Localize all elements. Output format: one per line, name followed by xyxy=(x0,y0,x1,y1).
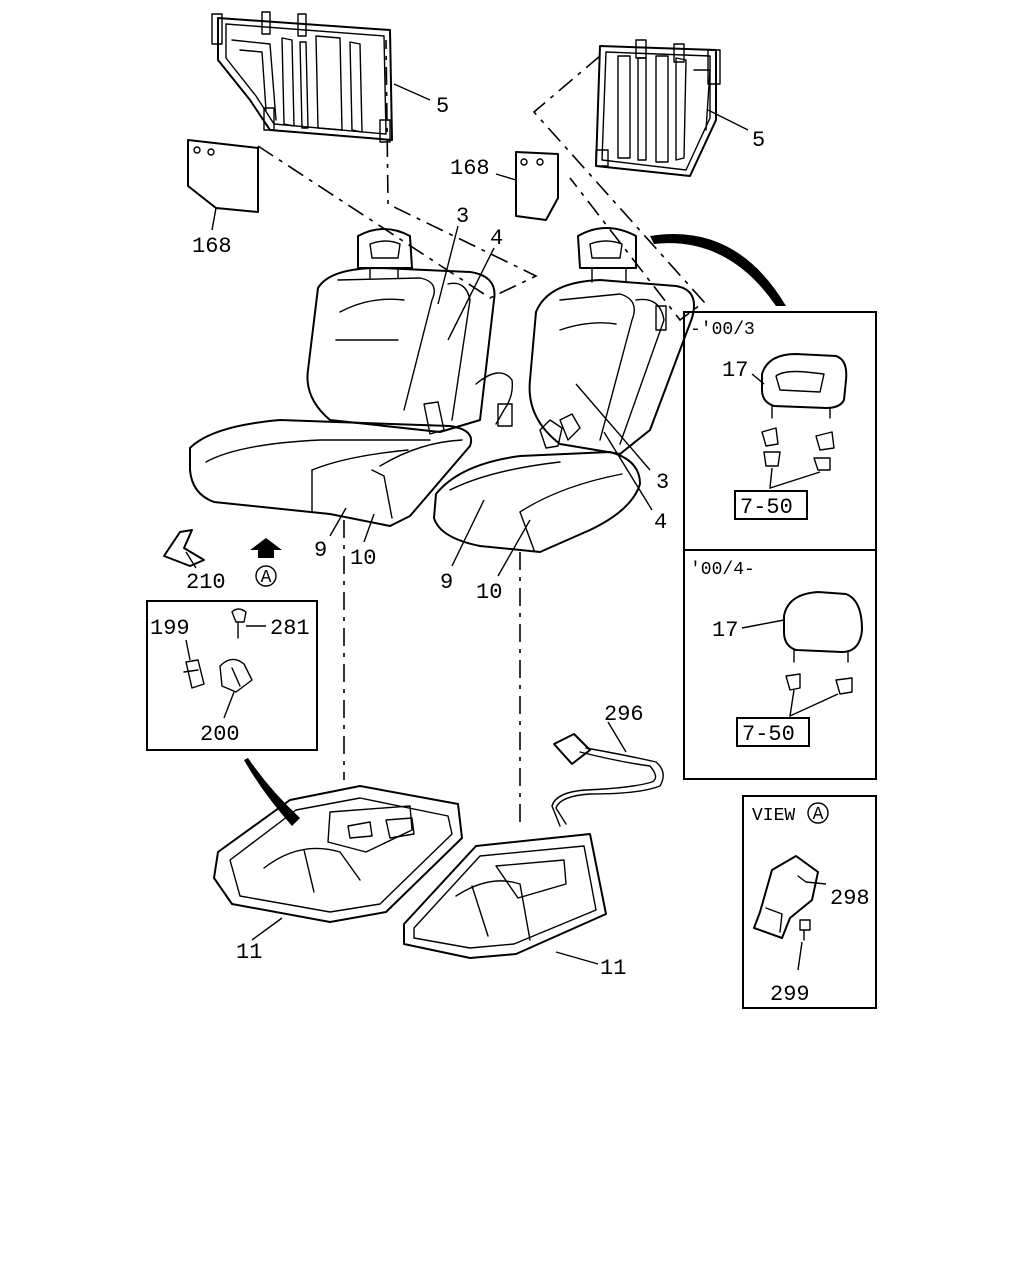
seat-back-right xyxy=(528,227,695,455)
view-a-marker: A xyxy=(261,568,272,588)
clip-detail-box xyxy=(146,600,318,751)
seat-back-frame-right xyxy=(595,39,721,177)
callout-168-left: 168 xyxy=(192,234,232,259)
view-a-arrow xyxy=(250,538,282,558)
callout-11-right: 11 xyxy=(600,956,626,981)
callout-4-right: 4 xyxy=(654,510,667,535)
view-a-box xyxy=(742,795,877,1009)
callout-299: 299 xyxy=(770,982,810,1007)
callout-10-left: 10 xyxy=(350,546,376,571)
callout-210: 210 xyxy=(186,570,226,595)
callout-3-left: 3 xyxy=(456,204,469,229)
bracket-210 xyxy=(163,529,205,567)
seat-back-frame-left xyxy=(211,11,393,143)
callout-296: 296 xyxy=(604,702,644,727)
callout-168-right: 168 xyxy=(450,156,490,181)
leader-lines xyxy=(185,83,749,965)
callout-5-left: 5 xyxy=(436,94,449,119)
callout-281: 281 xyxy=(270,616,310,641)
callout-9-left: 9 xyxy=(314,538,327,563)
callout-11-left: 11 xyxy=(236,940,262,965)
seat-back-left xyxy=(306,228,514,435)
callout-298: 298 xyxy=(830,886,870,911)
view-a-circle xyxy=(255,565,277,587)
callout-17-late: 17 xyxy=(712,618,738,643)
callout-4-left: 4 xyxy=(490,226,503,251)
callout-7-50-early: 7-50 xyxy=(740,495,793,520)
pad-168-right xyxy=(515,151,559,221)
pad-168-left xyxy=(187,139,259,213)
headrest-detail-box xyxy=(683,311,877,780)
view-title: VIEW xyxy=(752,806,795,826)
callout-199: 199 xyxy=(150,616,190,641)
seat-cushion-frame-right xyxy=(403,833,607,959)
seat-cushion-frame-left xyxy=(213,785,463,923)
range-early: -'00/3 xyxy=(690,320,755,340)
callout-3-right: 3 xyxy=(656,470,669,495)
callout-7-50-late: 7-50 xyxy=(742,722,795,747)
seat-cushion-left xyxy=(189,419,472,527)
callout-200: 200 xyxy=(200,722,240,747)
callout-17-early: 17 xyxy=(722,358,748,383)
view-title-marker: A xyxy=(813,805,824,825)
callout-9-right: 9 xyxy=(440,570,453,595)
callout-10-right: 10 xyxy=(476,580,502,605)
seat-cushion-right xyxy=(433,451,641,553)
callout-arrow-headrest xyxy=(650,234,786,306)
reference-lines xyxy=(257,39,706,822)
callout-arrow-hook xyxy=(244,758,300,826)
range-late: '00/4- xyxy=(690,560,755,580)
wire-harness-296 xyxy=(551,733,664,827)
callout-5-right: 5 xyxy=(752,128,765,153)
